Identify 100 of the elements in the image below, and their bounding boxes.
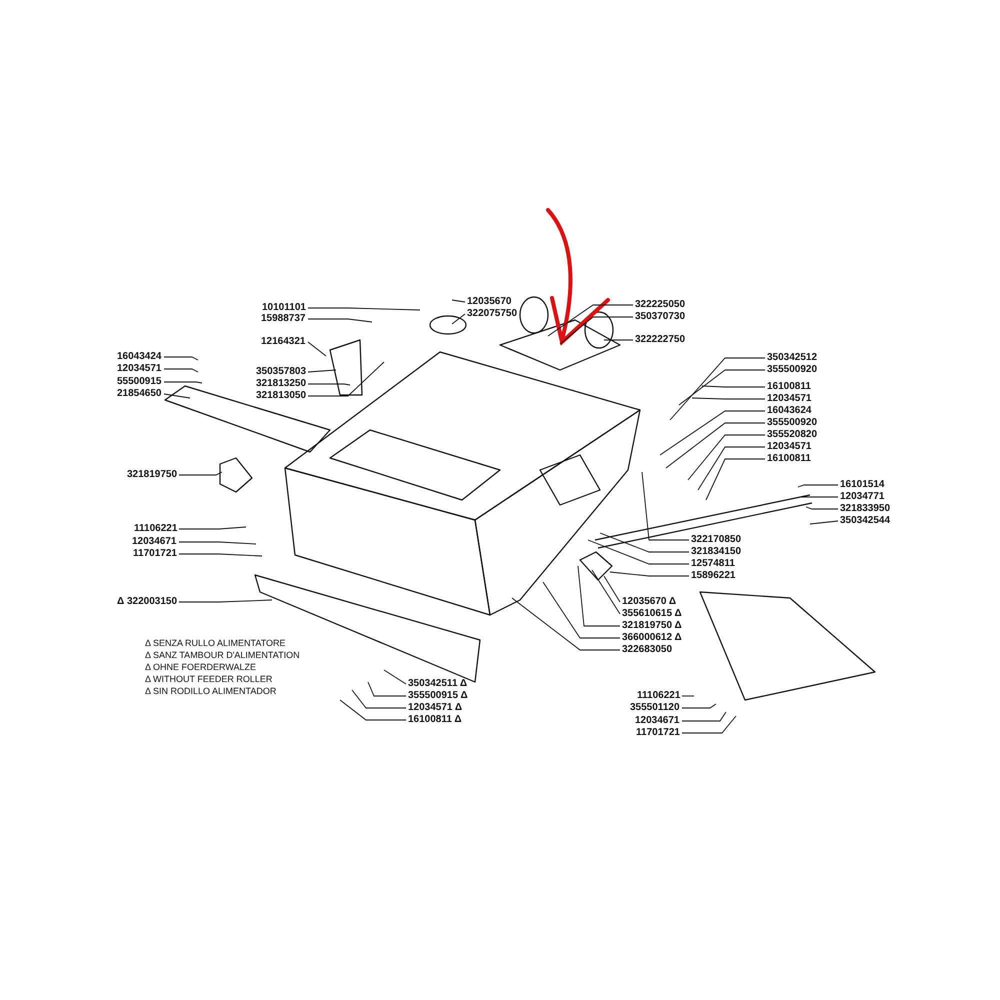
part-number: 321834150 bbox=[691, 546, 742, 557]
part-number: 16043424 bbox=[117, 351, 162, 362]
part-number: 15988737 bbox=[261, 313, 306, 324]
leader-line bbox=[600, 532, 690, 552]
leader-line bbox=[308, 384, 350, 386]
leader-line bbox=[702, 386, 766, 388]
part-number: 16100811 bbox=[767, 381, 811, 392]
leader-line bbox=[692, 398, 766, 400]
leader-line bbox=[340, 700, 406, 720]
leader-line bbox=[698, 446, 766, 490]
part-number: 321819750 Δ bbox=[622, 620, 682, 631]
part-number: 355520820 bbox=[767, 429, 818, 440]
part-number: 10101101 bbox=[262, 302, 306, 313]
leader-line bbox=[682, 704, 716, 708]
part-number: 12035670 bbox=[467, 296, 512, 307]
part-number: 322170850 bbox=[691, 534, 742, 545]
part-number: 12034571 bbox=[767, 441, 812, 452]
part-number: 12034571 bbox=[767, 393, 812, 404]
leader-line bbox=[308, 342, 326, 356]
part-number: 366000612 Δ bbox=[622, 632, 682, 643]
leader-line bbox=[308, 370, 336, 372]
part-number: 350357803 bbox=[256, 366, 306, 377]
part-number: 355610615 Δ bbox=[622, 608, 682, 619]
leader-line bbox=[178, 472, 222, 476]
leader-line bbox=[164, 394, 190, 398]
part-number: 12034571 bbox=[117, 363, 162, 374]
leader-line bbox=[512, 598, 620, 650]
leader-line bbox=[548, 304, 634, 336]
leader-line bbox=[588, 540, 690, 564]
part-number: 322683050 bbox=[622, 644, 672, 655]
part-number: 16101514 bbox=[840, 479, 884, 490]
leader-line bbox=[592, 570, 620, 614]
part-number: 355501120 bbox=[630, 702, 680, 713]
note-text: Δ WITHOUT FEEDER ROLLER bbox=[145, 674, 272, 685]
leader-line bbox=[452, 314, 466, 324]
leader-line bbox=[178, 542, 256, 544]
leader-line bbox=[798, 484, 838, 488]
leader-line bbox=[642, 472, 690, 540]
leader-line bbox=[368, 682, 406, 696]
part-number: 11106221 bbox=[134, 523, 178, 534]
leader-line bbox=[560, 316, 634, 344]
leader-line bbox=[308, 362, 384, 396]
note-text: Δ SENZA RULLO ALIMENTATORE bbox=[145, 638, 286, 649]
note-text: Δ OHNE FOERDERWALZE bbox=[145, 662, 256, 673]
part-number: 12034571 Δ bbox=[408, 702, 462, 713]
leader-line bbox=[670, 358, 766, 420]
part-number: 322075750 bbox=[467, 308, 518, 319]
leader-line bbox=[164, 382, 202, 384]
part-number: 11701721 bbox=[636, 727, 680, 738]
leader-line bbox=[178, 554, 262, 556]
leader-line bbox=[682, 716, 736, 734]
note-text: Δ SANZ TAMBOUR D'ALIMENTATION bbox=[145, 650, 300, 661]
part-number: 16100811 Δ bbox=[408, 714, 462, 725]
leader-line bbox=[682, 712, 726, 722]
part-number: 321833950 bbox=[840, 503, 890, 514]
leader-line bbox=[308, 318, 372, 322]
part-number: 12574811 bbox=[691, 558, 735, 569]
part-number: 11701721 bbox=[133, 548, 177, 559]
part-number: 21854650 bbox=[117, 388, 162, 399]
leader-line bbox=[688, 434, 766, 480]
part-number: 350342511 Δ bbox=[408, 678, 468, 689]
leader-line bbox=[352, 690, 406, 708]
part-number: 12034771 bbox=[840, 491, 884, 502]
part-number: 350370730 bbox=[635, 311, 686, 322]
part-number: 11106221 bbox=[637, 690, 680, 701]
leader-line bbox=[610, 572, 690, 576]
part-number: Δ 322003150 bbox=[117, 596, 178, 607]
part-number: 350342544 bbox=[840, 515, 890, 526]
leader-line bbox=[806, 506, 838, 510]
leader-line bbox=[178, 600, 272, 602]
leader-line bbox=[578, 566, 620, 626]
part-number: 12034671 bbox=[132, 536, 176, 547]
part-number: 16100811 bbox=[767, 453, 811, 464]
leader-line bbox=[666, 422, 766, 468]
leader-line bbox=[706, 458, 766, 500]
part-number: 355500915 Δ bbox=[408, 690, 468, 701]
part-number: 355500920 bbox=[767, 417, 818, 428]
leader-line bbox=[542, 582, 620, 638]
part-number: 321819750 bbox=[127, 469, 178, 480]
leader-line bbox=[660, 410, 766, 456]
note-text: Δ SIN RODILLO ALIMENTADOR bbox=[145, 686, 276, 697]
leader-line bbox=[164, 368, 198, 372]
part-number: 16043624 bbox=[767, 405, 812, 416]
part-number: 12034671 bbox=[635, 715, 680, 726]
leader-line bbox=[800, 496, 838, 498]
part-number: 55500915 bbox=[117, 376, 162, 387]
leader-line bbox=[308, 308, 420, 310]
part-number: 321813250 bbox=[256, 378, 306, 389]
part-number: 12035670 Δ bbox=[622, 596, 676, 607]
leader-line bbox=[452, 300, 466, 302]
part-number: 12164321 bbox=[261, 336, 306, 347]
part-number: 350342512 bbox=[767, 352, 818, 363]
part-number: 15896221 bbox=[691, 570, 736, 581]
leader-line bbox=[604, 576, 620, 602]
leader-line bbox=[178, 526, 246, 530]
part-number: 321813050 bbox=[256, 390, 306, 401]
part-number: 322225050 bbox=[635, 299, 686, 310]
leader-line bbox=[384, 670, 406, 684]
leader-line bbox=[678, 370, 766, 406]
part-number: 355500920 bbox=[767, 364, 818, 375]
